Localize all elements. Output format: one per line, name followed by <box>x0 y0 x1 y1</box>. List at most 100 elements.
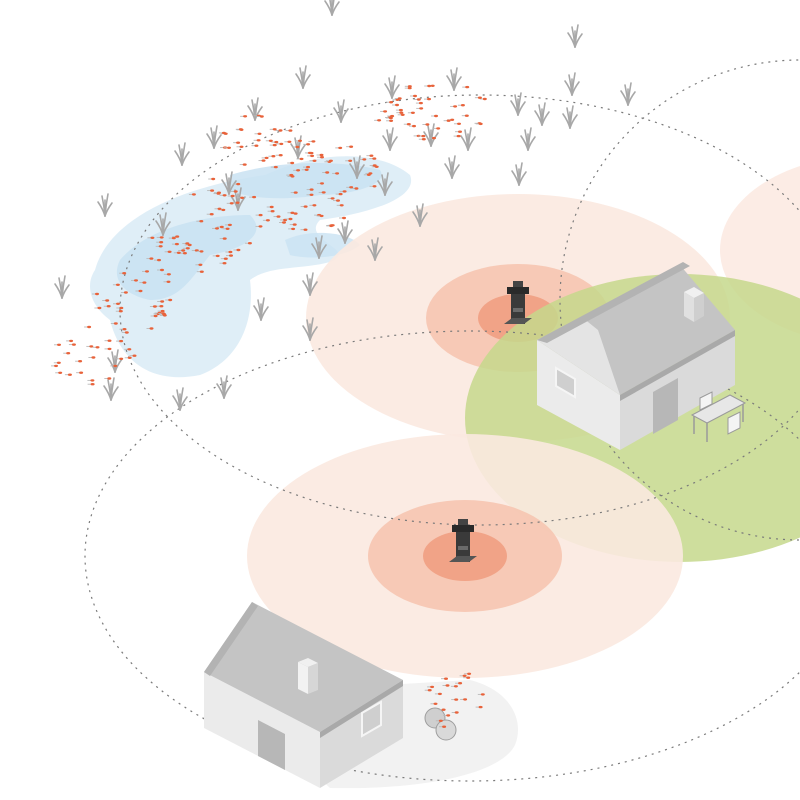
mosquito-icon <box>113 302 120 305</box>
mosquito-icon <box>285 217 293 221</box>
mosquito-icon <box>415 101 423 105</box>
mosquito-icon <box>196 220 204 223</box>
grass-tuft-icon <box>511 162 527 186</box>
marsh-breeding-area <box>90 156 412 378</box>
mosquito-icon <box>157 268 164 272</box>
mosquito-icon <box>418 138 426 141</box>
mosquito-icon <box>84 325 92 329</box>
mosquito-icon <box>110 322 118 325</box>
mosquito-icon <box>271 140 279 144</box>
mosquito-icon <box>188 193 196 196</box>
mosquito-icon <box>94 306 102 310</box>
grass-tuft-icon <box>97 193 113 217</box>
mosquito-icon <box>171 242 179 246</box>
mosquito-icon <box>219 194 227 197</box>
grass-tuft-icon <box>103 377 119 401</box>
mosquito-icon <box>64 373 72 376</box>
mosquito-icon <box>396 111 404 114</box>
mosquito-icon <box>351 187 359 190</box>
mosquito-icon <box>457 104 465 107</box>
grass-tuft-icon <box>311 235 327 259</box>
mosquito-icon <box>276 142 284 146</box>
mosquito-icon <box>230 190 238 193</box>
mosquito-icon <box>156 305 164 308</box>
range-rings <box>84 59 800 782</box>
mosquito-icon <box>369 164 377 167</box>
window <box>361 700 382 738</box>
mosquito-icon <box>104 347 112 351</box>
mosquito-icon <box>235 128 243 131</box>
grass-tuft-icon <box>510 92 526 116</box>
grass-tuft-icon <box>174 142 190 166</box>
grass-tuft-icon <box>620 82 636 106</box>
mosquito-icon <box>164 250 172 253</box>
mosquito-icon <box>404 86 412 90</box>
mosquito-icon <box>479 97 487 101</box>
mosquito-icon <box>475 122 483 126</box>
mosquito-icon <box>92 346 100 349</box>
mosquito-icon <box>255 225 263 228</box>
mosquito-icon <box>55 371 63 374</box>
mosquito-icon <box>386 119 394 122</box>
grass-tuft-icon <box>423 123 439 147</box>
mosquito-icon <box>208 177 216 181</box>
mosquito-icon <box>460 698 468 701</box>
mosquito-icon <box>51 364 58 368</box>
mosquito-icon <box>441 677 448 680</box>
mosquito-icon <box>326 224 334 227</box>
mosquito-icon <box>157 309 165 313</box>
mosquito-icon <box>284 140 292 143</box>
mosquito-icon <box>443 714 451 717</box>
mosquito-icon <box>66 339 74 343</box>
mosquito-icon <box>288 227 296 231</box>
mosquito-icon <box>184 243 192 247</box>
mosquito-icon <box>168 236 176 240</box>
mosquito-icon <box>226 254 233 257</box>
mosquito-icon <box>285 129 293 132</box>
mosquito-icon <box>53 361 61 364</box>
mosquito-icon <box>237 196 245 199</box>
mosquito-icon <box>63 352 71 355</box>
mosquito-icon <box>214 207 222 210</box>
mosquito-icon <box>290 191 298 194</box>
mosquito-icon <box>146 327 154 330</box>
mosquito-icon <box>392 103 399 107</box>
grass-tuft-icon <box>221 171 237 195</box>
mosquito-icon <box>239 163 247 166</box>
mosquito-icon <box>346 186 354 189</box>
mosquito-icon <box>233 182 241 186</box>
mosquito-swarm <box>51 84 487 728</box>
mosquito-icon <box>196 250 204 253</box>
mosquito-icon <box>287 211 295 214</box>
mosquito-icon <box>224 146 231 149</box>
range-ring-upper <box>119 94 800 526</box>
mosquito-icon <box>443 119 451 122</box>
mosquito-icon <box>292 145 300 149</box>
mosquito-icon <box>121 331 129 334</box>
grass-tuft-icon <box>384 75 400 99</box>
mosquito-icon <box>147 236 155 239</box>
mosquito-icon <box>474 96 482 99</box>
grass-tuft-icon <box>367 237 383 261</box>
mosquito-icon <box>157 300 165 303</box>
mosquito-icon <box>462 85 470 89</box>
chimney-icon <box>684 287 704 322</box>
mosquito-icon <box>422 123 430 126</box>
mosquito-icon <box>104 339 112 342</box>
mosquito-icon <box>112 283 120 286</box>
mosquito-icon <box>385 116 393 120</box>
mosquito-icon <box>206 213 214 216</box>
mosquito-icon <box>450 105 458 108</box>
mosquito-icon <box>387 114 395 118</box>
shrub-icon <box>424 707 457 741</box>
mosquito-icon <box>92 292 99 296</box>
mosquito-icon <box>155 245 163 248</box>
mosquito-icon <box>120 291 128 294</box>
mosquito-icon <box>451 698 459 701</box>
mosquito-icon <box>433 127 441 130</box>
mosquito-icon <box>366 154 374 157</box>
mosquito-icon <box>88 356 96 359</box>
mosquito-icon <box>306 193 314 196</box>
mosquito-icon <box>286 173 294 177</box>
